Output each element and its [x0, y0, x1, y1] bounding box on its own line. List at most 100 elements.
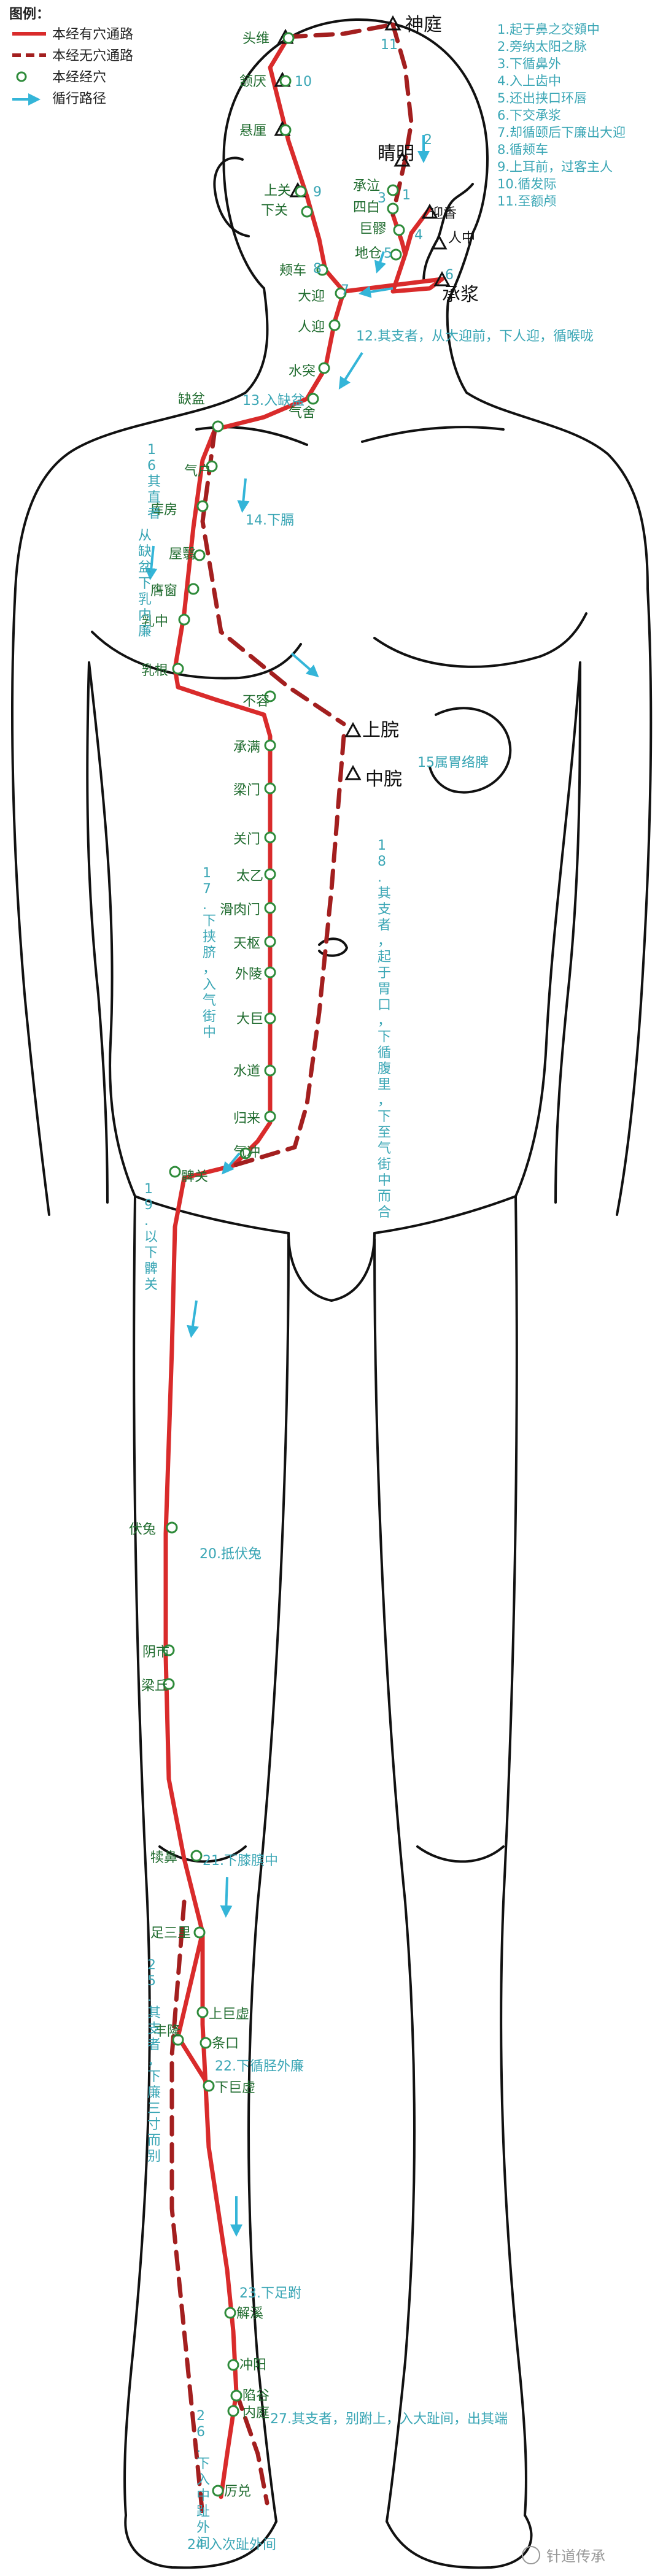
ear-outline — [213, 156, 250, 237]
acupoint-marker-futu — [166, 1521, 178, 1534]
watermark: 针道传承 — [522, 2546, 605, 2565]
clavicle-left — [195, 426, 308, 446]
route-item-1: 1.起于鼻之交頞中 — [497, 22, 600, 37]
note-12: 12.其支者，从大迎前，下人迎，循喉咙 — [356, 329, 594, 344]
acupoint-label-dubi: 犊鼻 — [150, 1850, 177, 1866]
acupoint-marker-huaroumen — [264, 902, 276, 914]
shenting-label: 神庭 — [405, 14, 442, 36]
leg-dashed — [169, 1899, 205, 2518]
acupoint-marker-rugen — [172, 663, 184, 675]
zhongwan-label: 中脘 — [365, 769, 402, 790]
acupoint-label-ruzhong: 乳中 — [141, 614, 168, 629]
acupoint-label-dicang: 地仓 — [355, 246, 382, 261]
acupoint-marker-qishe — [307, 393, 319, 405]
acupoint-marker-xiangu — [230, 2390, 242, 2402]
forehead-dashed — [286, 22, 395, 39]
chengjiang-marker — [433, 271, 451, 286]
renzhong-marker — [430, 234, 448, 250]
note-24: 24.入次趾外间 — [187, 2537, 276, 2553]
left-arm-inner — [86, 661, 109, 1204]
foot-dashed — [234, 2390, 269, 2505]
route-item-9: 9.上耳前，过客主人 — [497, 160, 613, 174]
flow-arrow-8 — [220, 1877, 233, 1918]
acupoint-marker-liangqiu — [163, 1678, 175, 1690]
acupoint-label-yingchuang: 膺窗 — [150, 583, 177, 599]
acupoint-marker-yinshi — [163, 1644, 175, 1656]
acupoint-marker-shangguan — [295, 185, 307, 198]
right-leg-outer — [500, 1195, 527, 2516]
legend: 图例： 本经有穴通路 本经无穴通路 本经经穴 循行路径 — [9, 7, 133, 107]
acupoint-marker-liangmen — [264, 782, 276, 794]
route-item-8: 8.循颊车 — [497, 142, 548, 157]
face-lower-path — [390, 252, 444, 294]
flow-arrow-2 — [338, 352, 363, 390]
acupoint-label-xuanli: 悬厘 — [239, 123, 266, 139]
legend-item-flow: 循行路径 — [52, 91, 106, 107]
zhongwan-marker — [344, 764, 362, 780]
flow-arrows — [145, 135, 430, 2237]
acupoint-marker-taiyi — [264, 868, 276, 880]
acupoint-label-daying: 大迎 — [298, 289, 325, 304]
head-number-1: 1 — [402, 188, 411, 203]
acupoint-label-qishe: 气舍 — [289, 406, 316, 421]
acupoint-label-chengqi: 承泣 — [353, 179, 380, 194]
acupoint-marker-touwei — [282, 32, 295, 44]
head-number-10: 10 — [295, 74, 312, 90]
acupoint-marker-shangjuxu — [196, 2006, 209, 2018]
flow-arrow-6 — [222, 1152, 241, 1175]
acupoint-label-lidui: 厉兑 — [224, 2484, 251, 2499]
acupoint-label-biguan: 髀关 — [181, 1169, 208, 1185]
head-number-2: 2 — [424, 133, 432, 148]
clavicle-right — [361, 426, 505, 443]
acupoint-marker-zusanli — [193, 1926, 206, 1939]
route-item-5: 5.还出挟口环唇 — [497, 91, 587, 106]
note-27: 27.其支者，别跗上，入大趾间，出其端 — [270, 2412, 508, 2427]
left-leg-inner — [247, 1238, 290, 2523]
neck-path — [212, 289, 346, 432]
abdomen-dashed — [231, 734, 346, 1168]
acupoint-label-taiyi: 太乙 — [236, 869, 263, 884]
internal-dashed — [200, 427, 346, 726]
acupoint-label-wailing: 外陵 — [235, 967, 262, 982]
acupoint-label-wuyi: 屋翳 — [169, 547, 196, 562]
route-item-3: 3.下循鼻外 — [497, 56, 561, 71]
acupoint-label-shuitu: 水突 — [289, 364, 316, 379]
acupoint-marker-jiexi — [224, 2307, 236, 2319]
head-number-3: 3 — [378, 191, 386, 206]
torso-right — [514, 661, 581, 1198]
acupoint-marker-qihu — [206, 460, 218, 472]
left-foot — [124, 2514, 277, 2569]
acupoint-markers: 头维颔厌悬厘上关下关承泣四白巨髎地仓颊车大迎人迎水突气舍缺盆气户库房屋翳膺窗乳中… — [129, 31, 405, 2499]
acupoint-marker-lidui — [212, 2485, 224, 2497]
head-number-11: 11 — [381, 37, 398, 53]
renzhong-label: 人中 — [448, 231, 475, 246]
flow-arrow-3 — [237, 478, 250, 513]
acupoint-label-chongyang: 冲阳 — [239, 2358, 266, 2373]
neck-left — [14, 287, 269, 590]
nose-dashed — [390, 22, 414, 217]
acupoint-marker-chengqi — [387, 184, 399, 196]
wechat-icon — [522, 2546, 540, 2564]
acupoint-marker-jiache — [316, 264, 328, 276]
acupoint-label-neiting: 内庭 — [242, 2405, 269, 2421]
acupoint-marker-ruzhong — [178, 613, 190, 626]
note-23: 23.下足跗 — [239, 2286, 301, 2301]
left-knee — [158, 1845, 247, 1863]
acupoint-marker-quepen — [212, 420, 224, 433]
acupoint-marker-fenglong — [172, 2034, 184, 2046]
watermark-text: 针道传承 — [546, 2548, 605, 2565]
acupoint-marker-chengman — [264, 739, 276, 752]
acupoint-marker-renying — [328, 319, 341, 331]
head-number-7: 7 — [341, 283, 349, 298]
acupoint-marker-yingchuang — [187, 583, 200, 595]
acupoint-marker-dubi — [190, 1850, 203, 1862]
acupoint-label-tiaokou: 条口 — [212, 2036, 239, 2051]
acupoint-label-shangguan: 上关 — [264, 183, 291, 199]
legend-title: 图例： — [9, 7, 50, 22]
acupoint-marker-juliao — [393, 224, 405, 236]
acupoint-label-shuidao: 水道 — [233, 1064, 260, 1079]
